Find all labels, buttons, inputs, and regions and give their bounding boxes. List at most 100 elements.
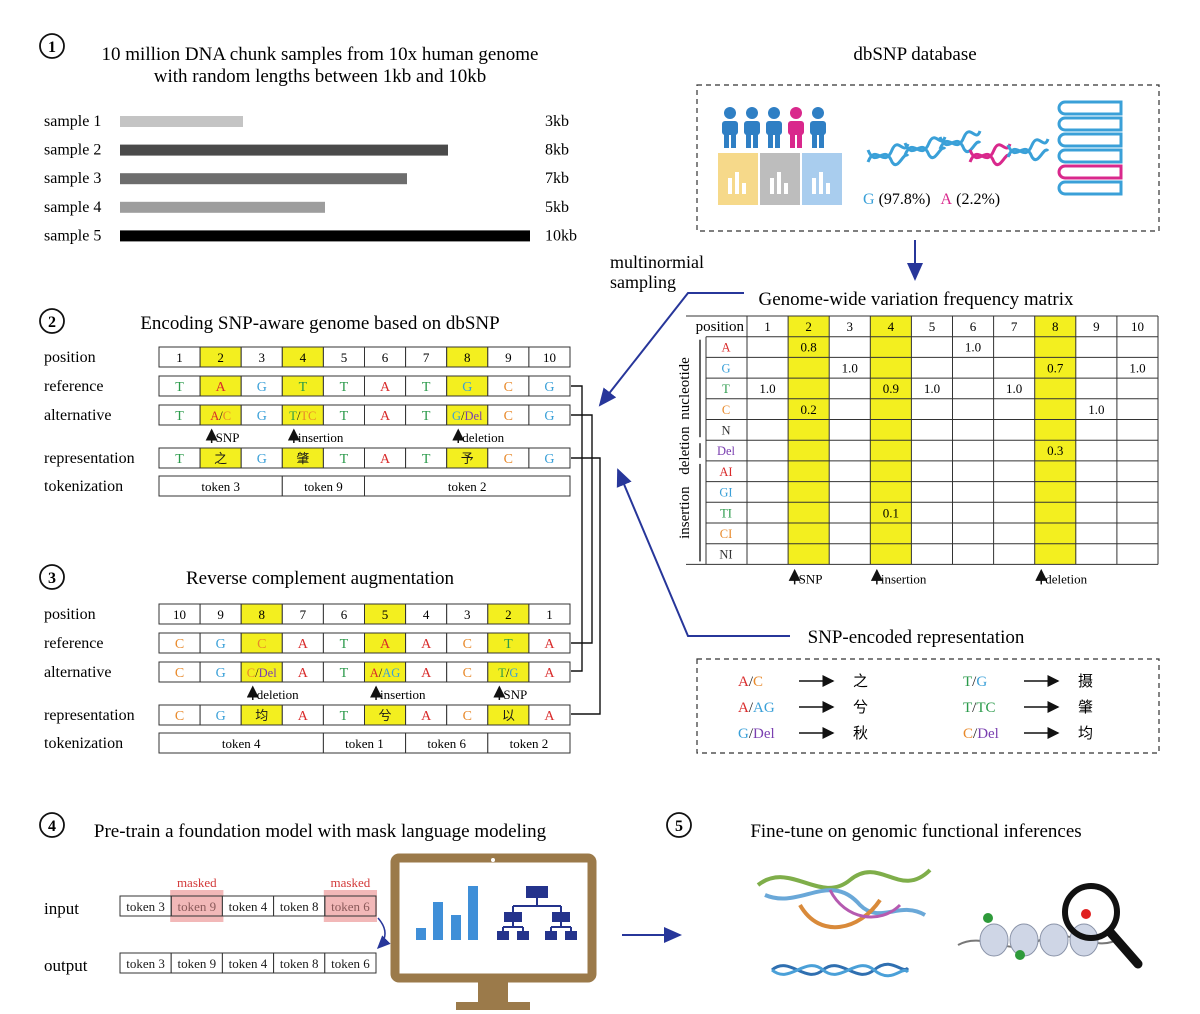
group-label: insertion bbox=[677, 486, 693, 539]
matrix-row-label: NI bbox=[719, 548, 732, 562]
reference-base: C bbox=[175, 637, 184, 652]
alternative-allele: G bbox=[216, 666, 226, 681]
matrix-row-label: G bbox=[721, 361, 730, 375]
matrix-row-label: C bbox=[722, 403, 730, 417]
dbsnp-box bbox=[696, 84, 1160, 232]
reference-base: C bbox=[257, 637, 266, 652]
mask-highlight bbox=[170, 890, 224, 922]
masked-label: masked bbox=[331, 875, 371, 890]
matrix-value: 0.7 bbox=[1047, 360, 1064, 375]
alternative-allele: T bbox=[340, 409, 349, 424]
matrix-value: 1.0 bbox=[924, 381, 940, 396]
sampling-arrow bbox=[598, 292, 744, 407]
bar-chart-icon bbox=[416, 886, 478, 940]
step-3-badge bbox=[39, 564, 65, 590]
position-number: 1 bbox=[176, 350, 183, 365]
representation-symbol: A bbox=[380, 452, 391, 467]
token-label: token 2 bbox=[448, 479, 487, 494]
matrix-title: Genome-wide variation frequency matrix bbox=[759, 289, 1074, 310]
output-token-label: token 3 bbox=[126, 956, 165, 971]
nucleosome-search-icon bbox=[957, 883, 1143, 969]
representation-symbol: G bbox=[544, 452, 554, 467]
output-token-label: token 6 bbox=[331, 956, 370, 971]
helix-strand bbox=[1006, 144, 1050, 161]
alternative-allele: T bbox=[175, 409, 184, 424]
token-cell bbox=[487, 732, 571, 754]
representation-symbol: G bbox=[257, 452, 267, 467]
row-label: position bbox=[44, 349, 96, 366]
section-1-title-line2: with random lengths between 1kb and 10kb bbox=[154, 66, 486, 87]
alternative-allele: C bbox=[504, 409, 513, 424]
reference-base: A bbox=[298, 637, 309, 652]
hierarchy-tree-icon bbox=[497, 886, 577, 940]
section-2-grid: positionreferencealternativerepresentati… bbox=[44, 346, 571, 497]
row-label: tokenization bbox=[44, 478, 123, 495]
mapping-char: 摄 bbox=[1078, 673, 1093, 690]
position-number: 3 bbox=[259, 350, 266, 365]
person-head bbox=[724, 107, 736, 119]
token-cell bbox=[364, 475, 571, 497]
alternative-allele: T/G bbox=[498, 666, 518, 680]
person-leg bbox=[724, 133, 729, 148]
seq-cell bbox=[528, 447, 571, 469]
position-number: 1 bbox=[546, 607, 553, 622]
reference-base: T bbox=[422, 380, 431, 395]
person-head bbox=[790, 107, 802, 119]
input-token-label: token 4 bbox=[229, 899, 268, 914]
row-label: representation bbox=[44, 707, 135, 724]
matrix-corner-label: position bbox=[696, 319, 745, 335]
sample-size: 7kb bbox=[545, 170, 569, 187]
matrix-value: 0.8 bbox=[801, 340, 817, 355]
row-label: representation bbox=[44, 450, 135, 467]
encoding-arrow bbox=[616, 468, 790, 637]
reference-base: G bbox=[257, 380, 267, 395]
sample-label: sample 3 bbox=[44, 170, 101, 187]
alternative-allele: C bbox=[175, 666, 184, 681]
matrix-row-label: GI bbox=[719, 486, 732, 500]
person-leg bbox=[731, 133, 736, 148]
section-3-grid: positionreferencealternativerepresentati… bbox=[44, 603, 571, 754]
person-leg bbox=[746, 133, 751, 148]
input-token-cell bbox=[324, 895, 377, 917]
model-monitor-icon bbox=[390, 853, 597, 1010]
variant-note: insertion bbox=[298, 430, 344, 445]
representation-symbol: C bbox=[463, 709, 472, 724]
mapping-allele: A/C bbox=[738, 674, 763, 690]
output-label: output bbox=[44, 956, 88, 975]
sample-label: sample 4 bbox=[44, 199, 101, 216]
matrix-value: 1.0 bbox=[1129, 360, 1145, 375]
alternative-allele: C bbox=[463, 666, 472, 681]
position-number: 9 bbox=[505, 350, 512, 365]
helix-strand bbox=[968, 149, 1012, 166]
representation-symbol: 予 bbox=[461, 451, 474, 466]
seq-cell bbox=[528, 704, 571, 726]
position-number: 5 bbox=[382, 607, 389, 622]
alternative-allele: C/Del bbox=[247, 666, 277, 680]
representation-symbol: 均 bbox=[255, 708, 268, 723]
person-body bbox=[722, 121, 738, 135]
reference-base: A bbox=[421, 637, 432, 652]
representation-symbol: C bbox=[175, 709, 184, 724]
step-5-number: 5 bbox=[675, 818, 683, 835]
mapping-allele: A/AG bbox=[738, 700, 775, 716]
representation-symbol: 兮 bbox=[379, 708, 392, 723]
person-body bbox=[788, 121, 804, 135]
helix-strand bbox=[968, 143, 1012, 163]
helix-strand bbox=[938, 130, 982, 150]
reference-base: T bbox=[340, 637, 349, 652]
matrix-value: 0.2 bbox=[801, 402, 817, 417]
matrix-position: 7 bbox=[1011, 319, 1018, 334]
step-2-number: 2 bbox=[48, 314, 56, 331]
token-label: token 3 bbox=[201, 479, 240, 494]
reference-base: C bbox=[463, 637, 472, 652]
section-2-title: Encoding SNP-aware genome based on dbSNP bbox=[140, 313, 499, 334]
sample-size: 5kb bbox=[545, 199, 569, 216]
representation-symbol: T bbox=[340, 452, 349, 467]
matrix-position: 8 bbox=[1052, 319, 1059, 334]
matrix-value: 0.1 bbox=[883, 505, 899, 520]
input-label: input bbox=[44, 899, 79, 918]
step-5-badge bbox=[666, 812, 692, 838]
sample-bar bbox=[120, 173, 407, 185]
mapping-allele: T/TC bbox=[963, 700, 996, 716]
